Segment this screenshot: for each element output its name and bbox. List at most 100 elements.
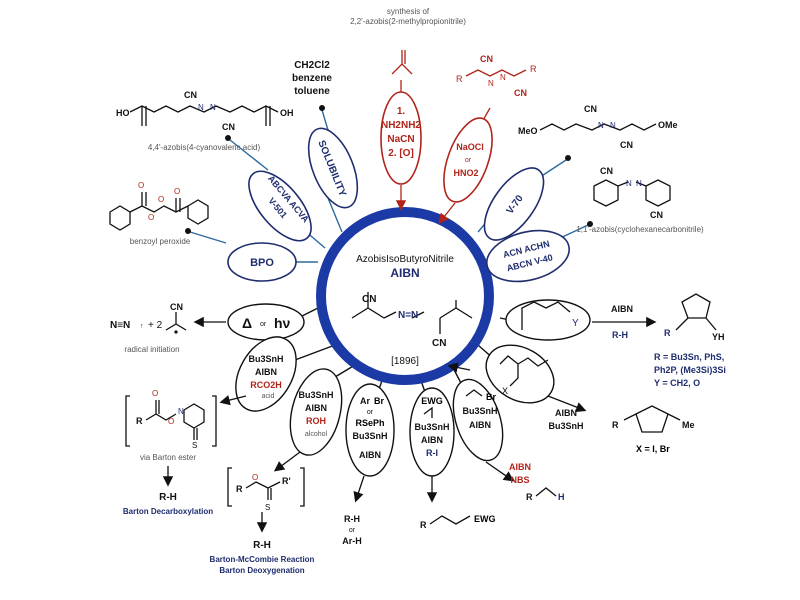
bartondecarb-name: Barton Decarboxylation: [123, 507, 213, 516]
cyclization-y: Y: [572, 318, 579, 329]
oxidation-arrow: [438, 202, 456, 225]
radical-plus: + 2: [148, 320, 163, 331]
cyclopentane-arrow: [547, 395, 587, 413]
achn-section: CN CN N N 1,1'-azobis(cyclohexanecarboni…: [486, 166, 704, 283]
bartonmc-caption-alcohol: alcohol: [305, 431, 328, 438]
abcva-n-2: N: [210, 103, 216, 112]
hub-ring: [316, 207, 494, 385]
cyclopentane-section: X AIBN Bu3SnH R Me X = I, Br: [485, 344, 695, 454]
hydrazo-structure: CN CN R R N N: [456, 54, 537, 98]
v70-n-2: N: [610, 121, 616, 130]
bartondecarb-o-2: O: [168, 417, 174, 426]
hydrazo-r-2: R: [530, 64, 537, 74]
allylation-arrow: [485, 461, 515, 482]
oxidant-2: HNO2: [453, 168, 478, 178]
haloalkene-structure: [499, 355, 549, 387]
hydrazo-r-1: R: [456, 74, 463, 84]
acetone-structure: [391, 50, 413, 75]
achn-ring-left: [593, 179, 619, 207]
allylation-product: [535, 487, 557, 497]
achn-oval: [486, 229, 570, 283]
allylation-oval: [452, 378, 504, 462]
achn-n-1: N: [626, 179, 632, 188]
achn-n-2: N: [636, 179, 642, 188]
bartonmc-r2: R': [282, 476, 291, 486]
dehalo-oval: [345, 383, 395, 477]
synthesis-step2: 2. [O]: [388, 148, 414, 159]
oxidant-or: or: [465, 157, 472, 164]
v70-n-1: N: [598, 121, 604, 130]
bartonmc-section: Bu3SnH AIBN ROH alcohol R O R' S R-H Bar…: [210, 368, 343, 575]
bartondecarb-caption-acid: acid: [262, 393, 275, 400]
v70-section: MeO OMe CN CN N N V-70: [483, 104, 678, 241]
synthesis-caption-1: synthesis of: [387, 7, 430, 16]
bpo-o-3: O: [158, 195, 164, 204]
bartondecarb-prod: R-H: [159, 492, 177, 503]
bartondecarb-reagent-3: RCO2H: [250, 380, 282, 390]
dehalo-prod-1: R-H: [344, 514, 360, 524]
bpo-caption: benzoyl peroxide: [130, 237, 191, 246]
bartondecarb-o-1: O: [152, 389, 158, 398]
bartonmc-name-1: Barton-McCombie Reaction: [210, 555, 315, 564]
hub-title-full: AzobisIsoButyroNitrile: [356, 254, 454, 265]
bartondecarb-brackets: [125, 395, 217, 447]
bartondecarb-arrow: [219, 395, 247, 406]
hub-title-abbr: AIBN: [390, 266, 419, 280]
cyclopentane-reagent-2: Bu3SnH: [548, 421, 583, 431]
achn-ring-right: [645, 179, 671, 207]
bartonmc-oval: [289, 368, 343, 456]
v70-cn-2: CN: [620, 140, 633, 150]
hub-cn-bottom: CN: [432, 338, 446, 349]
bartonmc-name-2: Barton Deoxygenation: [219, 566, 304, 575]
bartonmc-reagent-3: ROH: [306, 416, 326, 426]
allylation-br: Br: [486, 392, 496, 402]
dehalo-or: or: [367, 409, 374, 416]
xanthate-structure: [245, 481, 281, 500]
abcva-ho: HO: [116, 108, 130, 118]
dehalo-prod-or: or: [349, 527, 356, 534]
cyclization-def-3: Y = CH2, O: [654, 378, 700, 388]
v70-oval: [483, 167, 545, 241]
nbs-reagent-1: AIBN: [509, 462, 531, 472]
giese-ewg: EWG: [421, 396, 443, 406]
bartonmc-brackets: [227, 467, 305, 507]
cyclization-reagent-2: R-H: [612, 330, 628, 340]
cyclopentane-prod-r: R: [612, 420, 619, 430]
bpo-o-2: O: [148, 213, 154, 222]
abcva-structure: [129, 105, 279, 113]
solubility-section: CH2Cl2 benzene toluene SOLUBILITY: [292, 60, 359, 209]
synthesis-caption-2: 2,2'-azobis(2-methylpropionitrile): [350, 17, 466, 26]
cyclization-product-ring: [681, 293, 711, 319]
bartonmc-reagent-2: AIBN: [305, 403, 327, 413]
bartonmc-o: O: [252, 473, 258, 482]
abcva-cn-2: CN: [222, 122, 235, 132]
bartonmc-s: S: [265, 503, 270, 512]
giese-section: EWG Bu3SnH AIBN R-I R EWG: [409, 387, 496, 530]
cyclopentane-reagent-1: AIBN: [555, 408, 577, 418]
cyclopentane-def: X = I, Br: [636, 444, 670, 454]
dehalo-arrow: [353, 475, 365, 503]
cyclization-oval: [505, 299, 591, 341]
delta-symbol: Δ: [242, 315, 252, 331]
abcva-cn-1: CN: [184, 90, 197, 100]
cyclization-def-1: R = Bu3Sn, PhS,: [654, 352, 724, 362]
bpo-label: BPO: [250, 257, 274, 269]
oxidant-1: NaOCl: [456, 142, 484, 152]
v70-ome: OMe: [658, 120, 678, 130]
abcva-n-1: N: [198, 103, 204, 112]
dehalo-br: Br: [374, 396, 384, 406]
hub-azo: N=N: [398, 310, 418, 321]
bpo-oval: [227, 242, 297, 282]
radical-section: Δ or hν N≡N ↑ + 2 CN radical initiation: [110, 302, 305, 354]
radical-or: or: [260, 321, 267, 328]
allylation-reagent-2: AIBN: [469, 420, 491, 430]
giese-prod-ewg: EWG: [474, 514, 496, 524]
pyridinethione-ring: [183, 403, 205, 429]
bpo-ring-left: [109, 205, 131, 231]
achn-caption: 1,1'-azobis(cyclohexanecarbonitrile): [576, 225, 704, 234]
bpo-section: O O O O benzoyl peroxide BPO: [109, 181, 297, 282]
bartondecarb-s: S: [192, 441, 197, 450]
cyclization-section: Y AIBN R-H R YH R = Bu3Sn, PhS, Ph2P, (M…: [505, 293, 726, 388]
hydrazo-nh-1: N: [488, 79, 494, 88]
